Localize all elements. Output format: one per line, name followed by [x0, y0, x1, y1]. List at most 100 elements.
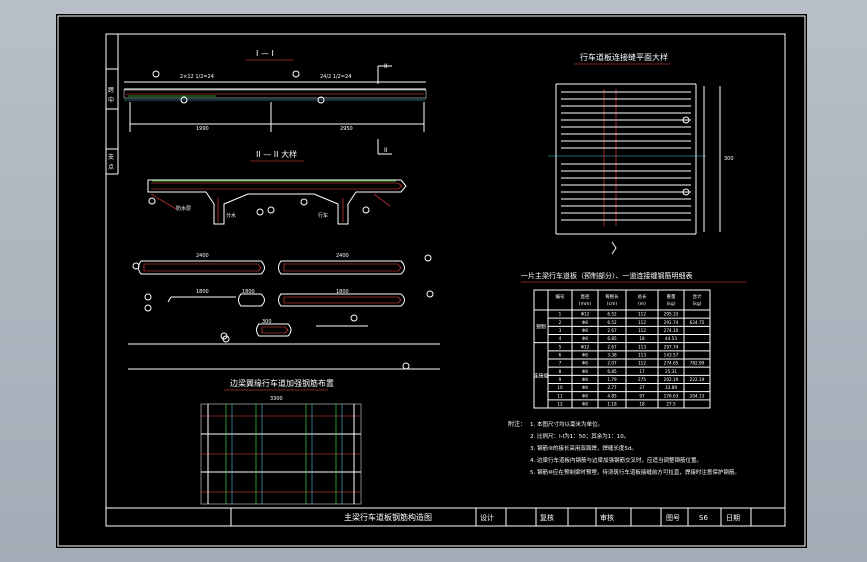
table-header-cell: 编号: [556, 293, 565, 300]
table-cell: 2.07: [607, 361, 617, 366]
section-1-drawing: [123, 65, 427, 155]
table-cell: 274.65: [664, 361, 679, 366]
table-cell: 17: [639, 369, 645, 374]
plan-title: 边梁翼缘行车道加强钢筋布置: [230, 378, 334, 388]
table-cell: 112: [638, 361, 646, 366]
table-cell: 27: [639, 385, 645, 390]
table-cell: 6: [559, 353, 562, 358]
table-cell: Φ8: [582, 320, 588, 325]
table-cell: 4.85: [607, 393, 617, 398]
top-right-title: 行车道板连接缝平面大样: [580, 52, 668, 62]
note-item-1: 1. 本图尺寸均以毫米为单位。: [530, 420, 603, 428]
table-cell: 6.85: [607, 369, 617, 374]
rebar-dim-2c: 1800: [336, 289, 349, 295]
table-cell: 222.19: [690, 377, 705, 382]
table-cell: 5: [559, 344, 562, 349]
table-cell: Φ8: [582, 361, 588, 366]
design-label: 设计: [480, 513, 494, 522]
rebar-dim-1b: 2400: [336, 253, 349, 259]
table-cell: 12: [557, 402, 563, 407]
rebar-callout: [222, 335, 230, 343]
table-cell: 295.33: [664, 312, 679, 317]
table-group-label: 连接缝: [533, 372, 548, 379]
table-cell: Φ8: [582, 385, 588, 390]
dim-right: 24/2 1/2=24: [320, 74, 351, 80]
table-cell: 9: [559, 377, 562, 382]
joint-dim: 300: [724, 156, 734, 162]
table-cell: 112: [638, 320, 646, 325]
table-cell: 3: [559, 328, 562, 333]
table-cell: 8: [559, 369, 562, 374]
table-header-cell: 重量: [667, 293, 676, 300]
table-cell: 11: [557, 393, 563, 398]
side-label-2: 中: [108, 96, 114, 104]
table-cell: Φ8: [582, 369, 588, 374]
table-cell: 27.5: [666, 402, 676, 407]
note-item-2: 2. 比例尺：I-I为1：50；其余为1：10。: [530, 432, 629, 440]
table-cell: 113: [638, 344, 646, 349]
sheet-no-label: 图号: [666, 514, 680, 522]
sheet-no: S6: [699, 514, 708, 522]
table-cell: 25.31: [665, 369, 677, 374]
dimension-left: 1990: [196, 126, 209, 132]
table-header-cell: 合计: [693, 293, 702, 300]
section-marker-bottom: II: [384, 147, 388, 154]
note-item-4: 4. 边梁行车道板内钢筋与边梁加强钢筋交叉时，应适当调整钢筋位置。: [530, 456, 702, 464]
table-header-cell: (kg): [693, 301, 702, 307]
plan-drawing: [200, 403, 362, 505]
table-cell: Φ8: [582, 377, 588, 382]
table-cell: 6.52: [607, 312, 617, 317]
drawing-sheet: 跨 中 支 点 I — I: [56, 14, 807, 548]
table-cell: Φ8: [582, 393, 588, 398]
title-block: [106, 507, 785, 526]
table-cell: 4: [559, 336, 562, 341]
drawing-canvas: 跨 中 支 点 I — I: [57, 15, 806, 547]
table-header-cell: 每根长: [605, 293, 619, 300]
side-label-4: 点: [108, 163, 114, 171]
notes-label: 附注：: [508, 420, 526, 428]
table-cell: 176.63: [664, 393, 679, 398]
rebar-dim-2a: 1800: [196, 289, 209, 295]
audit-label: 审核: [600, 513, 614, 522]
table-cell: 18: [639, 402, 645, 407]
table-title: 一片主梁行车道板（预制部分）、一道连接缝钢筋明细表: [521, 271, 693, 280]
outer-frame: [57, 15, 806, 547]
date-label: 日期: [726, 514, 740, 522]
table-cell: 97: [639, 393, 645, 398]
table-cell: 274.10: [664, 328, 679, 333]
table-cell: 18: [639, 336, 645, 341]
table-cell: 204.13: [690, 393, 705, 398]
note-item-5: 5. 钢筋⑩应在预制梁时预埋，待浇筑行车道板接缝前方可拉直，焊接时注意保护钢筋。: [530, 468, 740, 476]
review-label: 复核: [540, 513, 554, 522]
table-cell: Φ8: [582, 336, 588, 341]
inner-frame: [105, 33, 786, 527]
table-cell: 3.38: [607, 353, 617, 358]
side-label-3: 支: [108, 153, 114, 161]
note-label-3: 行车: [318, 212, 328, 219]
table-cell: 6.85: [607, 336, 617, 341]
table-cell: 297.74: [664, 344, 679, 349]
table-header-cell: (m): [638, 301, 646, 307]
table-cell: 2.77: [607, 385, 617, 390]
table-cell: 44.53: [665, 336, 677, 341]
table-cell: 1: [559, 312, 562, 317]
rebar-details: [132, 254, 434, 340]
table-cell: 782.99: [690, 361, 705, 366]
side-label-1: 跨: [108, 86, 114, 94]
table-cell: 2: [559, 320, 562, 325]
table-header-cell: (mm): [579, 301, 592, 307]
table-cell: Φ8: [582, 353, 588, 358]
table-cell: Φ8: [582, 402, 588, 407]
table-cell: 33.89: [665, 385, 677, 390]
table-cell: 112: [638, 328, 646, 333]
table-header-cell: 直径: [581, 293, 590, 300]
table-cell: 6.52: [607, 320, 617, 325]
section-marker-top: II: [384, 63, 388, 70]
table-cell: 202.19: [664, 377, 679, 382]
section-2-drawing: [147, 179, 407, 225]
table-cell: 2.67: [607, 344, 617, 349]
table-cell: Φ12: [581, 312, 590, 317]
note-item-3: 3. 钢筋⑨的接长采用双面焊，焊缝长度5d。: [530, 444, 637, 452]
